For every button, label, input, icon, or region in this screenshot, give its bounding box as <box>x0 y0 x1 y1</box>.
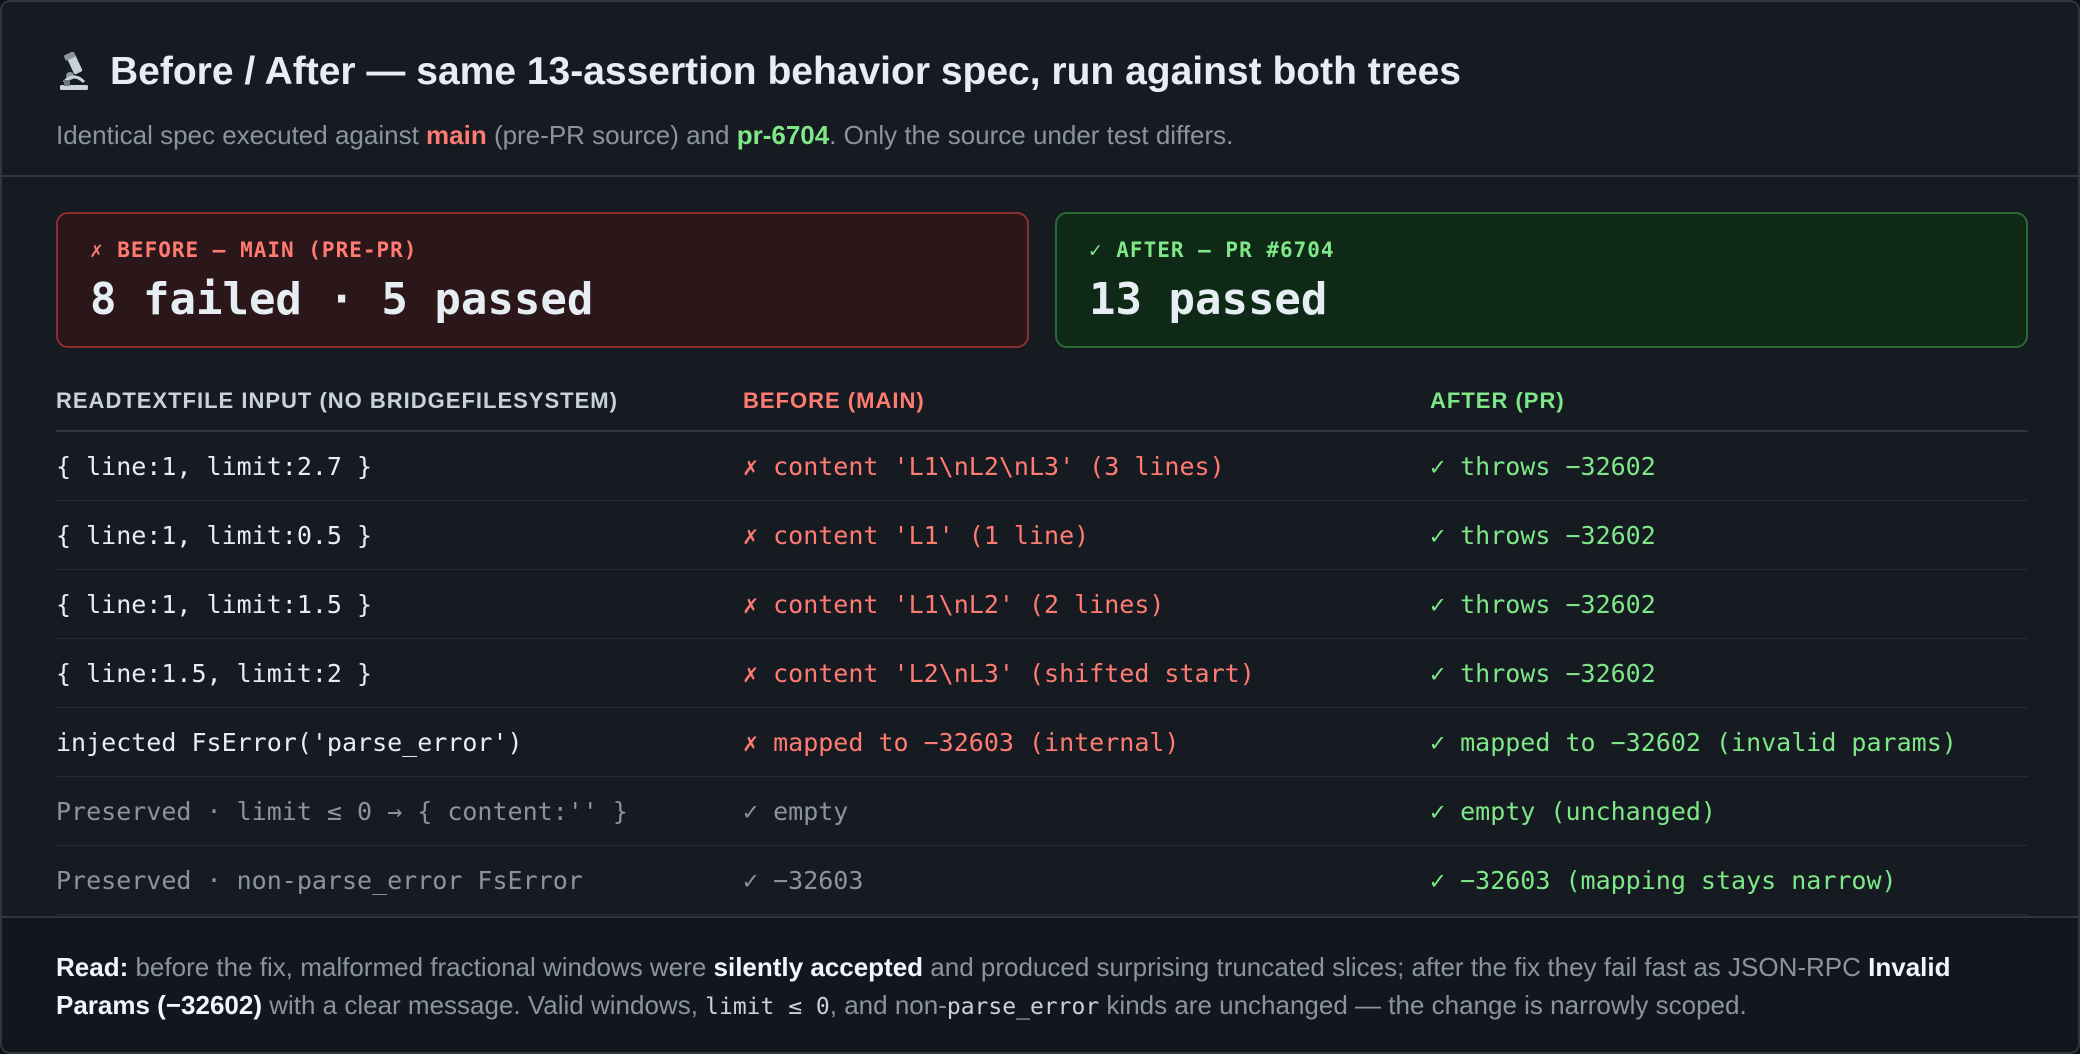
table-row: injected FsError('parse_error') ✗ mapped… <box>56 708 2028 777</box>
pr-ref: pr-6704 <box>736 120 830 150</box>
cell-before: ✗ content 'L1' (1 line) <box>743 520 1090 550</box>
cell-after: ✓ throws −32602 <box>1430 451 1656 481</box>
subtitle-suffix: . Only the source under test differs. <box>829 120 1234 150</box>
card-header: Before / After — same 13-assertion behav… <box>2 2 2078 177</box>
cell-before: ✗ content 'L2\nL3' (shifted start) <box>743 658 1255 688</box>
cell-after: ✓ throws −32602 <box>1430 658 1656 688</box>
microscope-icon <box>56 51 92 92</box>
cell-before: ✓ −32603 <box>743 865 864 895</box>
cell-before: ✗ content 'L1\nL2' (2 lines) <box>743 589 1165 619</box>
page-subtitle: Identical spec executed against main (pr… <box>56 120 2024 151</box>
note-emphasis: silently accepted <box>713 952 924 982</box>
subtitle-middle: (pre-PR source) and <box>486 120 737 150</box>
cell-input: { line:1.5, limit:2 } <box>56 658 373 688</box>
cell-after: ✓ mapped to −32602 (invalid params) <box>1430 727 1957 757</box>
column-header-before: BEFORE (MAIN) <box>743 388 925 413</box>
column-header-after: AFTER (PR) <box>1430 388 1565 413</box>
table-row: { line:1, limit:0.5 } ✗ content 'L1' (1 … <box>56 501 2028 570</box>
read-note: Read: before the fix, malformed fraction… <box>2 916 2078 1052</box>
table-row: Preserved · non-parse_error FsError ✓ −3… <box>56 846 2028 915</box>
page-title: Before / After — same 13-assertion behav… <box>110 50 1461 93</box>
cell-before: ✗ content 'L1\nL2\nL3' (3 lines) <box>743 451 1225 481</box>
title-row: Before / After — same 13-assertion behav… <box>56 46 2024 98</box>
comparison-table: READTEXTFILE INPUT (NO BRIDGEFILESYSTEM)… <box>56 372 2028 915</box>
note-code: limit ≤ 0 <box>705 994 830 1020</box>
summary-row: ✗ BEFORE — MAIN (PRE-PR) 8 failed · 5 pa… <box>56 212 2028 348</box>
before-summary-label: ✗ BEFORE — MAIN (PRE-PR) <box>90 238 418 262</box>
after-summary-value: 13 passed <box>1089 274 1328 325</box>
table-row: { line:1.5, limit:2 } ✗ content 'L2\nL3'… <box>56 639 2028 708</box>
table-row: { line:1, limit:1.5 } ✗ content 'L1\nL2'… <box>56 570 2028 639</box>
main-ref: main <box>426 120 487 150</box>
read-label: Read: <box>56 952 129 982</box>
cell-input: Preserved · limit ≤ 0 → { content:'' } <box>56 796 628 826</box>
cell-after: ✓ throws −32602 <box>1430 589 1656 619</box>
note-text: and produced surprising truncated slices… <box>923 952 1869 982</box>
cell-after: ✓ empty (unchanged) <box>1430 796 1716 826</box>
before-summary-value: 8 failed · 5 passed <box>90 274 594 325</box>
before-summary-box: ✗ BEFORE — MAIN (PRE-PR) 8 failed · 5 pa… <box>56 212 1029 348</box>
note-text: kinds are unchanged — the change is narr… <box>1099 990 1747 1020</box>
cell-after: ✓ −32603 (mapping stays narrow) <box>1430 865 1897 895</box>
cell-input: Preserved · non-parse_error FsError <box>56 865 583 895</box>
cell-input: { line:1, limit:2.7 } <box>56 451 373 481</box>
cell-before: ✓ empty <box>743 796 849 826</box>
after-summary-label: ✓ AFTER — PR #6704 <box>1089 238 1335 262</box>
note-text: before the fix, malformed fractional win… <box>128 952 714 982</box>
table-row: Preserved · limit ≤ 0 → { content:'' } ✓… <box>56 777 2028 846</box>
cell-input: injected FsError('parse_error') <box>56 727 523 757</box>
note-emphasis: Invalid Params (−32602) <box>56 952 1951 1020</box>
table-header: READTEXTFILE INPUT (NO BRIDGEFILESYSTEM)… <box>56 372 2028 432</box>
note-text: with a clear message. Valid windows, <box>261 990 706 1020</box>
note-text: , and non- <box>829 990 947 1020</box>
subtitle-prefix: Identical spec executed against <box>56 120 427 150</box>
table-row: { line:1, limit:2.7 } ✗ content 'L1\nL2\… <box>56 432 2028 501</box>
column-header-input: READTEXTFILE INPUT (NO BRIDGEFILESYSTEM) <box>56 388 618 413</box>
cell-after: ✓ throws −32602 <box>1430 520 1656 550</box>
note-code: parse_error <box>946 994 1100 1020</box>
cell-input: { line:1, limit:0.5 } <box>56 520 373 550</box>
cell-before: ✗ mapped to −32603 (internal) <box>743 727 1180 757</box>
after-summary-box: ✓ AFTER — PR #6704 13 passed <box>1055 212 2028 348</box>
cell-input: { line:1, limit:1.5 } <box>56 589 373 619</box>
